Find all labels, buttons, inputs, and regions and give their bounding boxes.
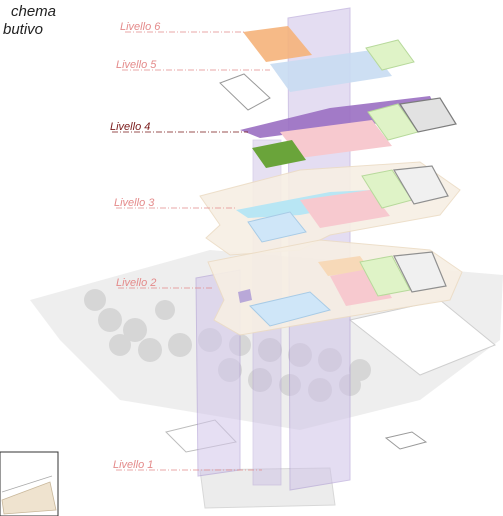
inset-thumbnail [0, 451, 59, 516]
level-3-slab [199, 161, 461, 256]
level-4-pink [280, 120, 392, 158]
caption-line-1: chema [11, 3, 57, 20]
level-6-label: Livello 6 [120, 21, 161, 33]
level-2-lightblue [249, 291, 332, 327]
level-3-lightblue [247, 211, 307, 243]
level-2-slab [207, 239, 463, 336]
level-6-orange [243, 26, 312, 62]
level-5-label: Livello 5 [116, 59, 157, 71]
level-2-purple-edge [238, 289, 252, 303]
level-4-green-dark [252, 140, 306, 168]
level-3-pink [300, 190, 390, 228]
level-1-label: Livello 1 [113, 459, 153, 471]
level-5-slab [219, 39, 415, 111]
level-6-slab [243, 26, 312, 62]
level-4-grey-end [398, 97, 457, 133]
level-3-grey-end [393, 165, 449, 205]
inset-line [1, 475, 53, 493]
level-2-label: Livello 2 [116, 277, 156, 289]
level-5-blue [270, 50, 392, 92]
level-leaders [112, 31, 270, 471]
caption-line-2: butivo [3, 21, 44, 38]
level-4-slab [240, 96, 457, 168]
level-2-green [359, 255, 411, 297]
level-5-green [365, 39, 415, 71]
level-labels: Livello 6 Livello 5 Livello 4 Livello 3 … [110, 21, 161, 471]
inset-content [1, 481, 57, 515]
level-4-label: Livello 4 [110, 121, 150, 133]
ground-tiny-plot [384, 431, 428, 450]
level-2-grey-end [393, 251, 447, 293]
diagram-caption: chema butivo [0, 3, 70, 39]
level-3-label: Livello 3 [114, 197, 155, 209]
level-2-orange [318, 256, 370, 276]
level-5-white [219, 73, 271, 111]
